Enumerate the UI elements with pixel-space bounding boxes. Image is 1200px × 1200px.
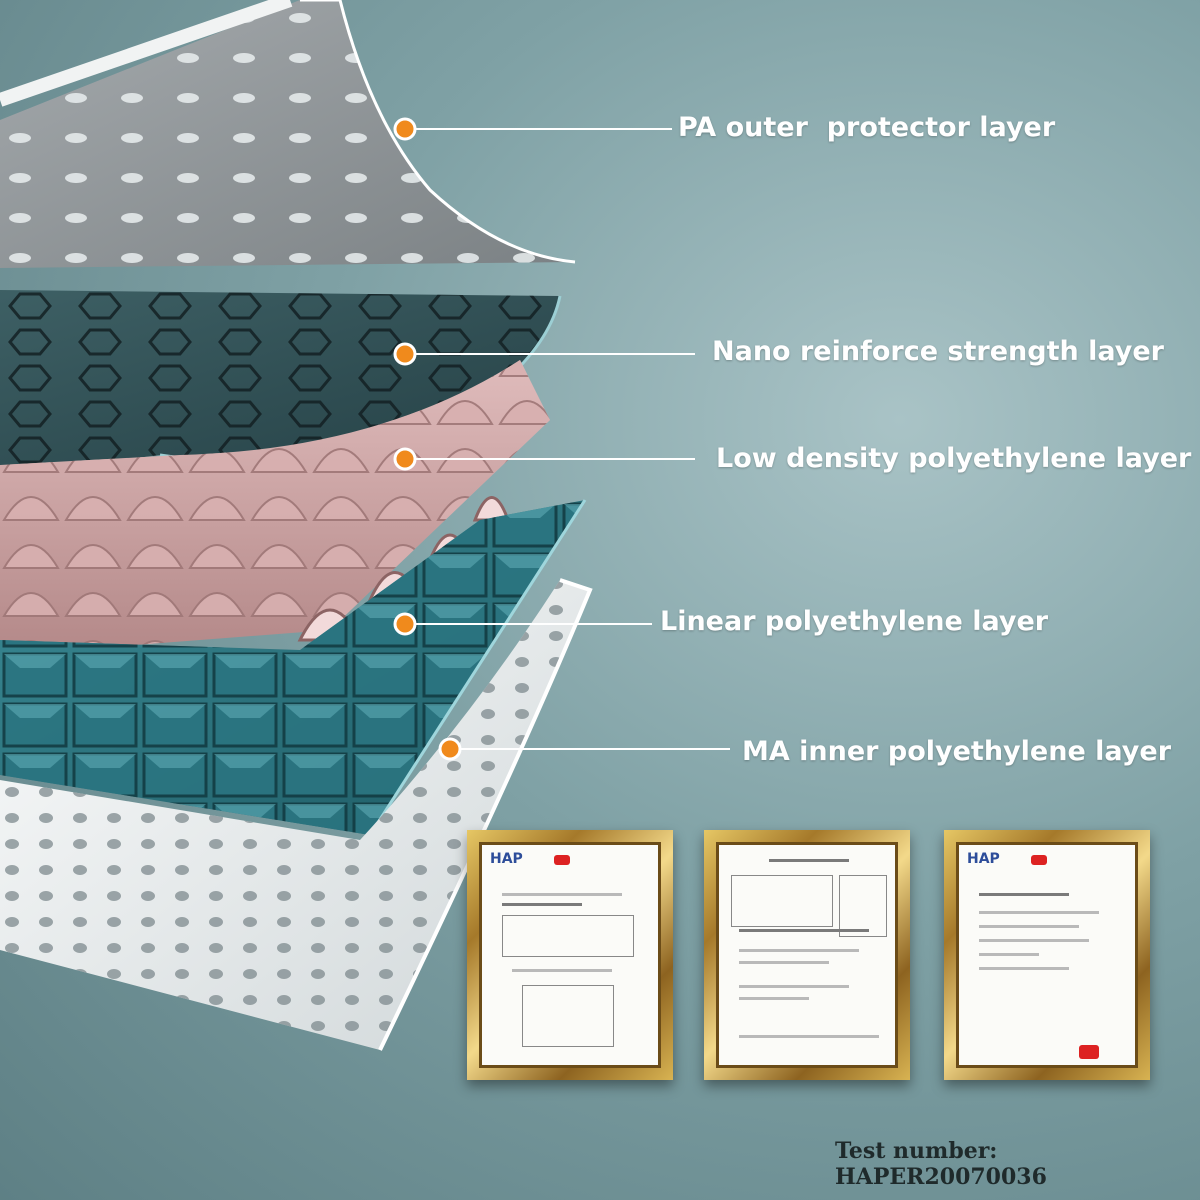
- ma-layer: [0, 578, 593, 1051]
- cert-table: [839, 875, 887, 937]
- cert-logo: HAP: [967, 851, 1000, 867]
- certificate-document-3: HAP: [956, 842, 1138, 1068]
- cert-table: [522, 985, 614, 1047]
- linear-layer: [0, 499, 587, 836]
- label-pa-outer-layer: PA outer protector layer: [678, 112, 1056, 143]
- certificate-frame-2: [704, 830, 910, 1080]
- cert-seal-icon: [1079, 1045, 1099, 1059]
- label-ldpe-layer: Low density polyethylene layer: [716, 443, 1192, 474]
- pa-outer-layer: [0, 0, 576, 268]
- cert-stamp-icon: [1031, 855, 1047, 865]
- label-linear-layer: Linear polyethylene layer: [660, 606, 1049, 637]
- certificate-frame-1: HAP: [467, 830, 673, 1080]
- callout-lines: [405, 128, 730, 750]
- certificate-document-1: HAP: [479, 842, 661, 1068]
- test-number: Test number: HAPER20070036: [835, 1138, 1047, 1190]
- cert-stamp-icon: [554, 855, 570, 865]
- callout-dot-nano: [393, 342, 417, 366]
- cert-logo: HAP: [490, 851, 523, 867]
- callout-dots: [393, 117, 462, 761]
- callout-dot-pa: [393, 117, 417, 141]
- callout-dot-ldpe: [393, 447, 417, 471]
- certificate-frame-3: HAP: [944, 830, 1150, 1080]
- label-nano-layer: Nano reinforce strength layer: [712, 336, 1164, 367]
- label-ma-layer: MA inner polyethylene layer: [742, 736, 1172, 767]
- cert-table: [731, 875, 833, 927]
- cert-table: [502, 915, 634, 957]
- callout-dot-ma: [438, 737, 462, 761]
- callout-dot-linear: [393, 612, 417, 636]
- certificate-document-2: [716, 842, 898, 1068]
